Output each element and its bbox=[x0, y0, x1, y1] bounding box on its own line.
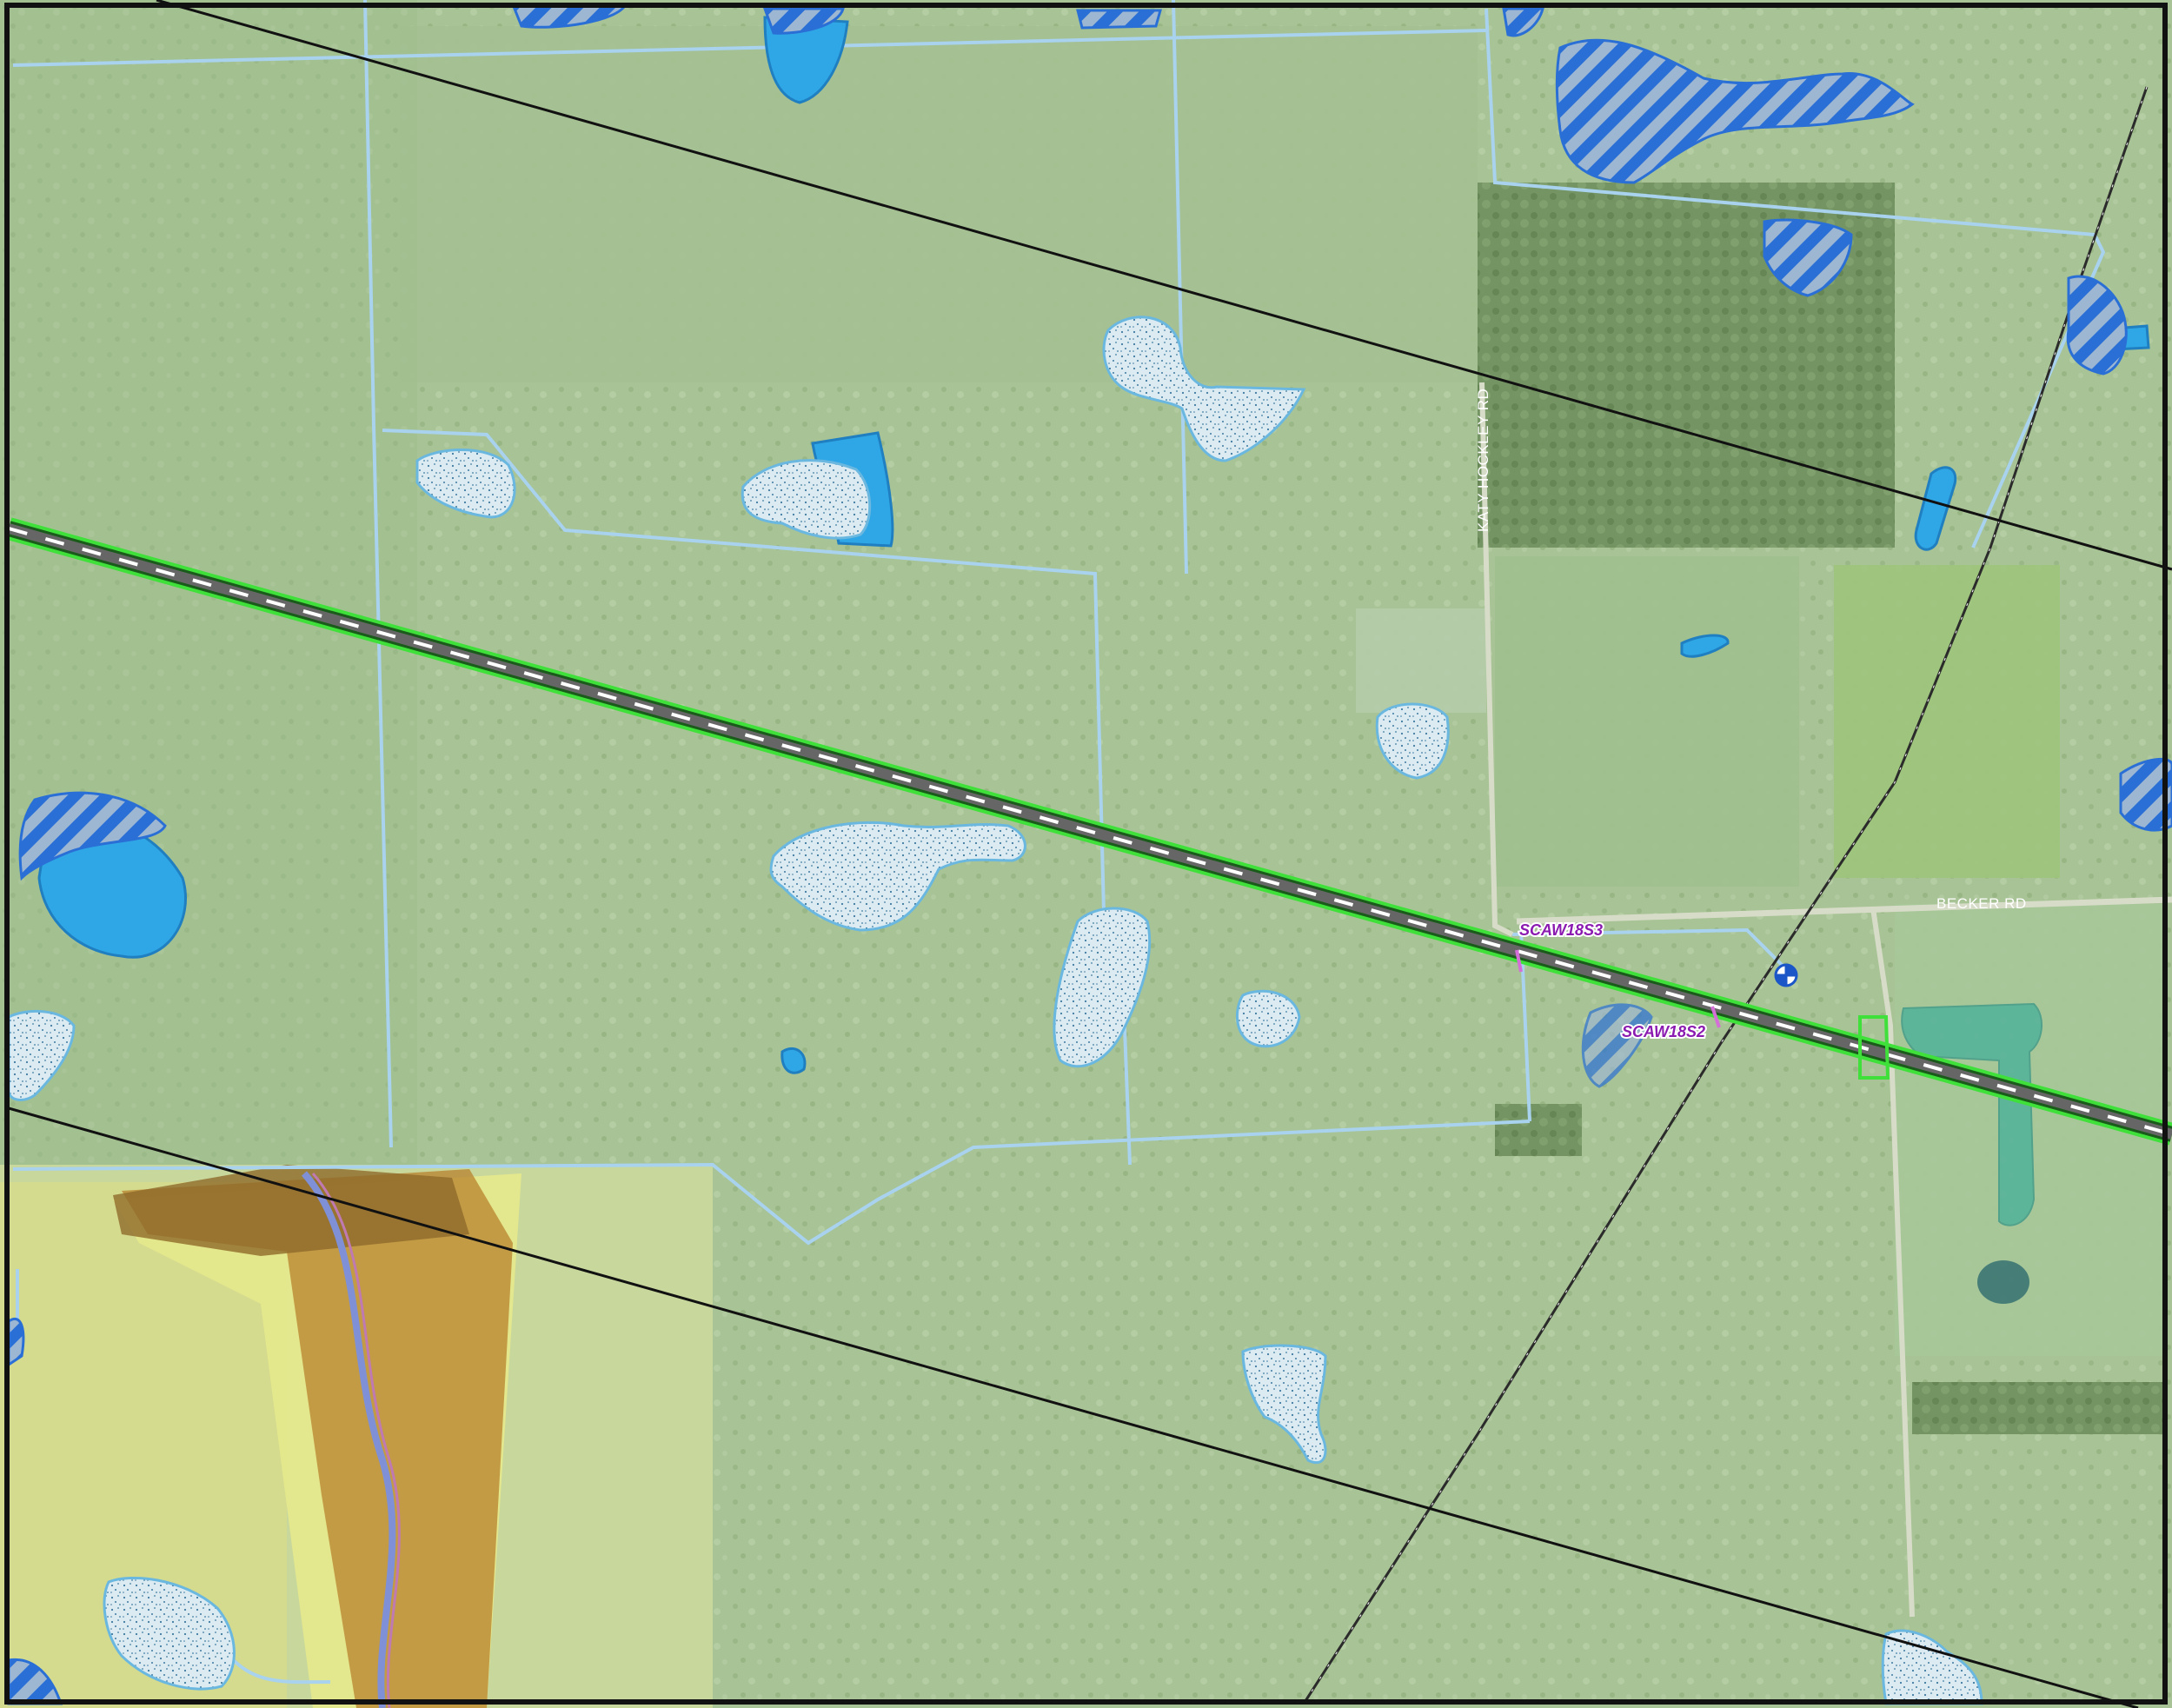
flood-zone-area bbox=[0, 1165, 713, 1708]
stippled-wetlands bbox=[7, 316, 1983, 1705]
map-neatline bbox=[4, 3, 2168, 1705]
feature-label-scaw18s3: SCAW18S3 bbox=[1519, 921, 1603, 939]
hatched-wetlands bbox=[7, 3, 2172, 1705]
feature-label-scaw18s2: SCAW18S2 bbox=[1622, 1023, 1705, 1040]
local-roads bbox=[1479, 382, 2172, 1618]
retention-pond bbox=[1901, 1002, 2043, 1226]
road-label-becker: BECKER RD bbox=[1936, 895, 2027, 912]
crossing-markers bbox=[1515, 949, 1721, 1028]
boundary-lines bbox=[8, 0, 2172, 1708]
crosshair-target-icon[interactable] bbox=[1774, 963, 1798, 987]
road-label-katy-hockley: KATY HOCKLEY RD bbox=[1475, 389, 1491, 532]
small-pond bbox=[1977, 1260, 2029, 1304]
pipeline-corridor[interactable] bbox=[5, 517, 2172, 1146]
